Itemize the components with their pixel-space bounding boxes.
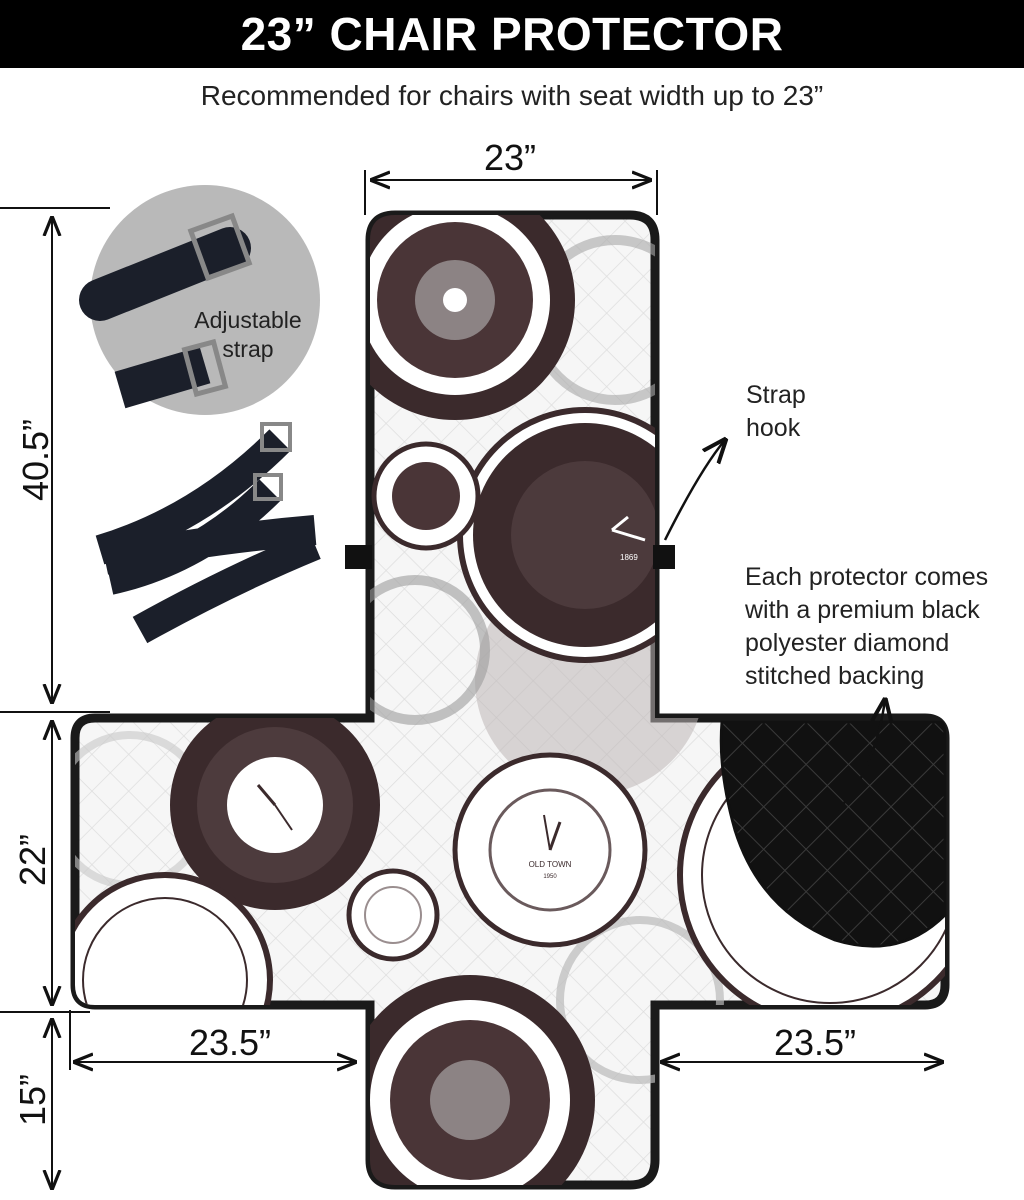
strap-illustration bbox=[79, 185, 321, 644]
strap-label-line1: Adjustable bbox=[194, 307, 302, 333]
black-backing-corner bbox=[719, 720, 947, 948]
strap-label-line2: strap bbox=[222, 336, 274, 362]
title-banner: 23” CHAIR PROTECTOR bbox=[0, 0, 1024, 68]
clock-brand-year: 1950 bbox=[543, 874, 557, 880]
clock-large-dark: 1869 bbox=[457, 407, 713, 663]
strap-hook-left bbox=[345, 545, 372, 569]
clock-top bbox=[335, 215, 575, 420]
page-subtitle: Recommended for chairs with seat width u… bbox=[200, 80, 824, 111]
dim-right-arm: 23.5” bbox=[774, 1022, 856, 1063]
dim-top-width: 23” bbox=[484, 137, 536, 178]
hook-arrow bbox=[663, 440, 725, 541]
dim-front-flap: 15” bbox=[12, 1074, 53, 1126]
backing-arrow bbox=[837, 700, 885, 811]
clock-brand: OLD TOWN bbox=[529, 860, 572, 869]
clock-year: 1869 bbox=[620, 553, 638, 562]
clock-small-left bbox=[371, 441, 481, 551]
dim-back-height: 40.5” bbox=[15, 419, 56, 501]
protector-body: 1869 OLD TOWN 1950 bbox=[70, 210, 950, 1190]
hook-callout: Strap hook bbox=[746, 379, 806, 445]
hook-label-line2: hook bbox=[746, 414, 801, 442]
page-title: 23” CHAIR PROTECTOR bbox=[240, 8, 784, 60]
dimension-lines bbox=[0, 170, 942, 1188]
clock-bottom-flap bbox=[345, 975, 595, 1185]
clock-seat-left bbox=[170, 700, 380, 910]
backing-line1: Each protector comes bbox=[745, 563, 989, 591]
backing-callout: Each protector comes with a premium blac… bbox=[745, 561, 1020, 693]
clock-tiny bbox=[346, 868, 440, 962]
strap-hook-right bbox=[653, 545, 675, 569]
dim-left-arm: 23.5” bbox=[189, 1022, 271, 1063]
backing-line4: stitched backing bbox=[745, 662, 925, 690]
backing-line3: polyester diamond bbox=[745, 629, 950, 657]
backing-line2: with a premium black bbox=[745, 596, 980, 624]
clock-old-town: OLD TOWN 1950 bbox=[452, 752, 648, 948]
strap-callout: Adjustable strap bbox=[178, 306, 318, 364]
dim-seat-depth: 22” bbox=[12, 834, 53, 886]
hook-label-line1: Strap bbox=[746, 381, 806, 409]
